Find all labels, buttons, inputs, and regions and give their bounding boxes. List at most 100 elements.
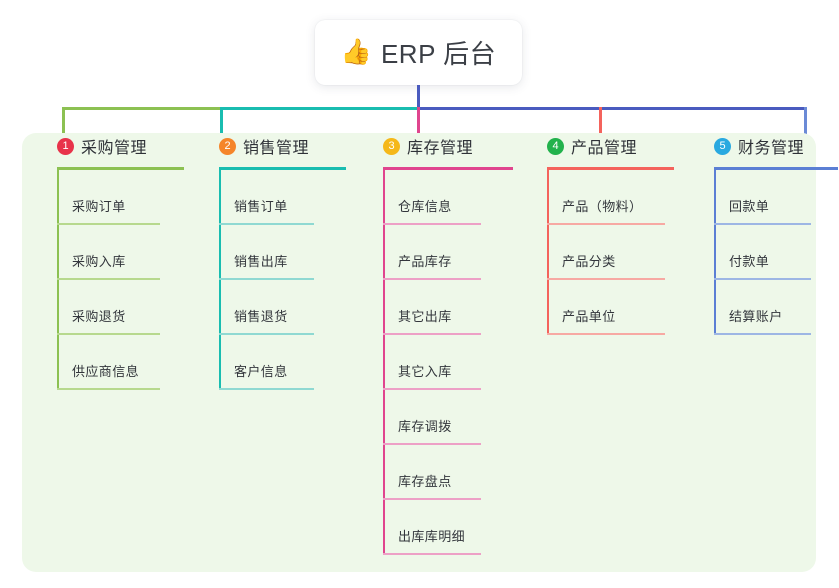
badge-number-purchase: 1 xyxy=(57,137,74,155)
column-trunk-inventory xyxy=(383,170,385,555)
list-item-rule xyxy=(383,388,481,390)
list-item-label: 其它出库 xyxy=(398,309,452,324)
bus-green xyxy=(62,107,220,110)
list-item[interactable]: 产品（物料） xyxy=(547,198,665,225)
list-item-label: 采购订单 xyxy=(72,199,126,214)
list-item-rule xyxy=(219,223,314,225)
column-product: 4 产品管理产品（物料） 产品分类产品单位 xyxy=(530,133,674,335)
list-item[interactable]: 其它出库 xyxy=(383,308,481,335)
column-title-product: 产品管理 xyxy=(571,140,638,157)
list-item-rule xyxy=(57,388,160,390)
list-item[interactable]: 销售订单 xyxy=(219,198,314,225)
list-item[interactable]: 供应商信息 xyxy=(57,363,160,390)
root-title: ERP 后台 xyxy=(380,39,497,69)
column-rule-sales xyxy=(219,167,346,170)
list-item-label: 回款单 xyxy=(729,199,770,214)
list-item[interactable]: 采购入库 xyxy=(57,253,160,280)
column-title-finance: 财务管理 xyxy=(738,140,805,157)
list-item-rule xyxy=(714,333,811,335)
list-item-label: 采购入库 xyxy=(72,254,126,269)
list-item-label: 产品分类 xyxy=(562,254,616,269)
list-item[interactable]: 销售出库 xyxy=(219,253,314,280)
list-item[interactable]: 销售退货 xyxy=(219,308,314,335)
list-item-rule xyxy=(547,333,665,335)
column-title-sales: 销售管理 xyxy=(243,140,310,157)
list-item-label: 其它入库 xyxy=(398,364,452,379)
list-item-label: 客户信息 xyxy=(234,364,288,379)
badge-number-sales: 2 xyxy=(219,137,236,155)
list-item-rule xyxy=(219,333,314,335)
column-trunk-sales xyxy=(219,170,221,390)
list-item-rule xyxy=(57,333,160,335)
root-stem-connector xyxy=(417,85,420,109)
list-item-label: 出库库明细 xyxy=(398,529,466,544)
list-item-rule xyxy=(547,223,665,225)
list-item-rule xyxy=(57,223,160,225)
drop-inventory xyxy=(417,107,420,143)
bus-blue xyxy=(417,107,807,110)
list-item[interactable]: 客户信息 xyxy=(219,363,314,390)
thumbs-up-icon: 👍 xyxy=(340,38,372,66)
column-rule-inventory xyxy=(383,167,513,170)
column-header-sales[interactable]: 2 销售管理 xyxy=(202,133,346,159)
list-item[interactable]: 库存调拨 xyxy=(383,418,481,445)
list-item-label: 付款单 xyxy=(729,254,770,269)
column-trunk-product xyxy=(547,170,549,335)
list-item[interactable]: 产品分类 xyxy=(547,253,665,280)
drop-sales xyxy=(220,107,223,143)
list-item[interactable]: 仓库信息 xyxy=(383,198,481,225)
list-item-label: 销售出库 xyxy=(234,254,288,269)
column-rule-purchase xyxy=(57,167,184,170)
root-node[interactable]: 👍 ERP 后台 xyxy=(315,20,522,85)
list-item-rule xyxy=(383,553,481,555)
list-item-rule xyxy=(219,278,314,280)
diagram-panel: 1 采购管理采购订单采购入库采购退货供应商信息 2 销售管理销售订单销售出库销售退货客… xyxy=(22,133,838,572)
badge-number-finance: 5 xyxy=(714,137,731,155)
list-item[interactable]: 采购退货 xyxy=(57,308,160,335)
list-item-label: 库存调拨 xyxy=(398,419,452,434)
column-title-purchase: 采购管理 xyxy=(81,140,148,157)
list-item-label: 结算账户 xyxy=(729,309,783,324)
list-item-label: 产品（物料） xyxy=(562,199,643,214)
column-title-inventory: 库存管理 xyxy=(407,140,474,157)
column-header-purchase[interactable]: 1 采购管理 xyxy=(40,133,184,159)
list-item-label: 仓库信息 xyxy=(398,199,452,214)
bus-teal xyxy=(220,107,417,110)
list-item[interactable]: 出库库明细 xyxy=(383,528,481,555)
badge-number-product: 4 xyxy=(547,137,564,155)
drop-finance xyxy=(804,107,807,143)
list-item[interactable]: 库存盘点 xyxy=(383,473,481,500)
column-trunk-finance xyxy=(714,170,716,335)
list-item[interactable]: 产品库存 xyxy=(383,253,481,280)
column-trunk-purchase xyxy=(57,170,59,390)
list-item[interactable]: 产品单位 xyxy=(547,308,665,335)
list-item-label: 产品单位 xyxy=(562,309,616,324)
column-purchase: 1 采购管理采购订单采购入库采购退货供应商信息 xyxy=(40,133,184,390)
list-item[interactable]: 结算账户 xyxy=(714,308,811,335)
list-item-label: 供应商信息 xyxy=(72,364,140,379)
column-rule-product xyxy=(547,167,674,170)
list-item[interactable]: 采购订单 xyxy=(57,198,160,225)
list-item-label: 采购退货 xyxy=(72,309,126,324)
list-item[interactable]: 付款单 xyxy=(714,253,811,280)
list-item[interactable]: 其它入库 xyxy=(383,363,481,390)
list-item-label: 销售订单 xyxy=(234,199,288,214)
list-item-rule xyxy=(714,223,811,225)
list-item-rule xyxy=(383,443,481,445)
list-item-rule xyxy=(383,223,481,225)
list-item-rule xyxy=(383,333,481,335)
column-header-finance[interactable]: 5 财务管理 xyxy=(697,133,838,159)
list-item[interactable]: 回款单 xyxy=(714,198,811,225)
list-item-label: 销售退货 xyxy=(234,309,288,324)
column-finance: 5 财务管理回款单付款单结算账户 xyxy=(697,133,838,335)
column-header-product[interactable]: 4 产品管理 xyxy=(530,133,674,159)
drop-product xyxy=(599,107,602,143)
list-item-rule xyxy=(57,278,160,280)
list-item-rule xyxy=(383,278,481,280)
column-sales: 2 销售管理销售订单销售出库销售退货客户信息 xyxy=(202,133,346,390)
list-item-rule xyxy=(714,278,811,280)
list-item-label: 库存盘点 xyxy=(398,474,452,489)
list-item-rule xyxy=(547,278,665,280)
